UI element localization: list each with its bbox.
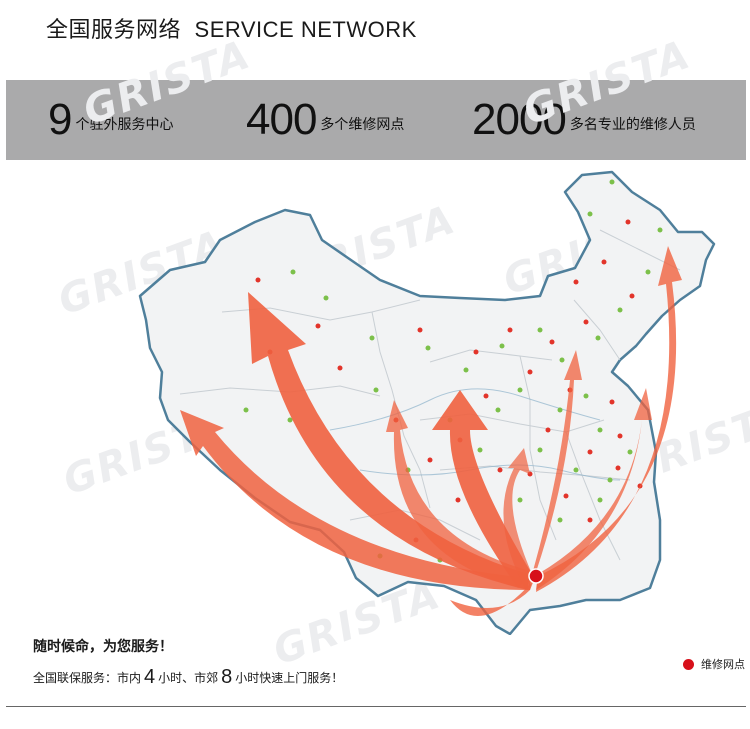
stat-technicians: 2000 多名专业的维修人员 [472,80,696,160]
legend-dot-icon [683,658,694,670]
rivers [329,388,621,481]
hub-marker [528,568,544,584]
stat-service-centers: 9 个驻外服务中心 [48,80,173,160]
stats-banner: 9 个驻外服务中心 400 多个维修网点 2000 多名专业的维修人员 [6,80,746,160]
stat-label: 多名专业的维修人员 [569,117,696,133]
china-map [138,170,716,635]
legend-label: 维修网点 [701,658,745,671]
stat-number: 9 [48,95,73,144]
title-english: SERVICE NETWORK [194,17,417,42]
warranty-line: 全国联保服务：市内 4 小时、市郊 8 小时快速上门服务！ [33,666,343,689]
stat-number: 2000 [472,95,567,144]
bottom-divider [6,706,746,707]
stat-number: 400 [246,95,317,144]
stat-label: 多个维修网点 [320,117,405,133]
map-legend: 维修网点 [683,656,745,672]
slogan: 随时候命，为您服务！ [33,639,173,655]
title-chinese: 全国服务网络 [46,18,182,43]
page-title: 全国服务网络 SERVICE NETWORK [46,12,417,44]
hours-suburb: 8 [221,666,233,688]
stat-repair-points: 400 多个维修网点 [246,80,404,160]
warranty-suffix: 小时快速上门服务！ [235,671,344,685]
stat-label: 个驻外服务中心 [75,117,174,133]
hours-city: 4 [144,666,156,688]
warranty-mid: 小时、市郊 [158,671,219,685]
warranty-prefix: 全国联保服务：市内 [33,671,142,685]
service-arrows [180,246,682,616]
